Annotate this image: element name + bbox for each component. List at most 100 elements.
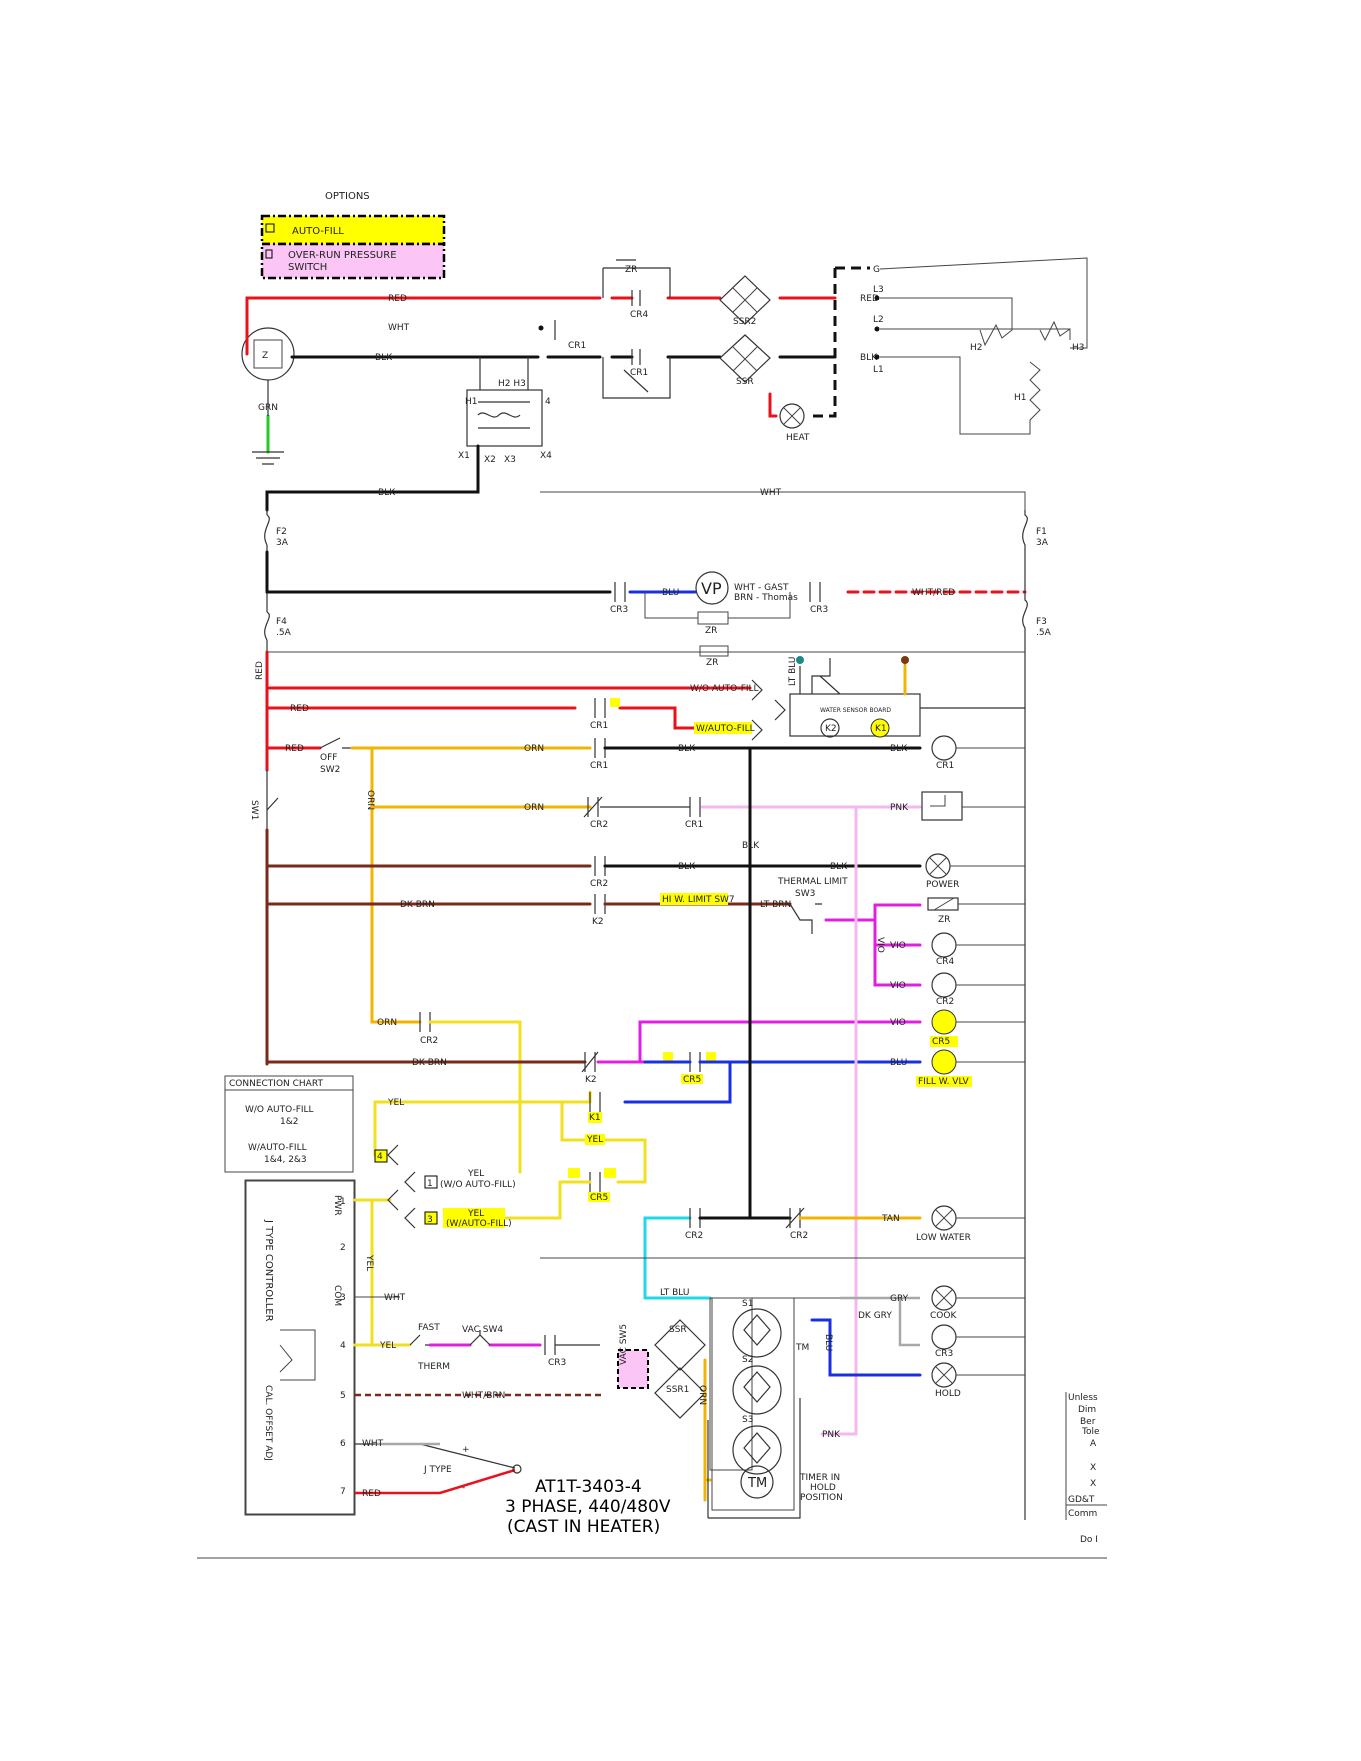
- label-vac-sw5: VAC SW5: [619, 1324, 629, 1365]
- svg-text:Z: Z: [262, 351, 268, 361]
- option-auto-fill: AUTO-FILL: [292, 226, 344, 237]
- wire-label-orn-1: ORN: [524, 744, 544, 754]
- transformer: [466, 389, 543, 447]
- label-h4-tx: 4: [545, 397, 551, 407]
- wire-label-blk-cr1: BLK: [678, 744, 696, 754]
- controller-name: J TYPE CONTROLLER: [263, 1219, 274, 1322]
- label-s3: S3: [742, 1415, 753, 1425]
- timer-s1: [732, 1308, 782, 1358]
- title-model: AT1T-3403-4: [535, 1477, 642, 1497]
- wire-label-yel-ctrl: YEL: [364, 1254, 374, 1271]
- label-cr1-af: CR1: [590, 721, 608, 731]
- thermal-row: DK BRN K2 HI W. LIMIT SW7 LT BRN THERMAL…: [265, 877, 1025, 1007]
- label-cr4: CR4: [630, 310, 649, 320]
- autofill-rows: W/O AUTO-FILL RED CR1 W/AUTO-FILL WATER …: [265, 656, 1025, 741]
- corner-2: Ber: [1080, 1417, 1096, 1427]
- wire-label-blk-power-2: BLK: [830, 862, 848, 872]
- label-cr2-nc: CR2: [590, 820, 608, 830]
- label-cr2-low: CR2: [685, 1231, 703, 1241]
- timer-motor: [740, 1465, 774, 1499]
- cr2-row: ORN CR2 CR1 PNK: [370, 791, 1025, 830]
- wire-label-wht-gast: WHT - GAST: [734, 583, 789, 593]
- wire-label-orn-cr2: ORN: [377, 1018, 397, 1028]
- label-water-sensor: WATER SENSOR BOARD: [820, 707, 891, 714]
- wire-label-yel-k1: YEL: [387, 1098, 404, 1108]
- vacuum-pump: [695, 571, 729, 605]
- wire-label-blu-fill: BLU: [890, 1058, 907, 1068]
- corner-8: Comm: [1068, 1509, 1097, 1519]
- svg-text:-: -: [462, 1483, 465, 1493]
- label-k1: K1: [589, 1113, 601, 1123]
- wire-label-gry: GRY: [890, 1294, 909, 1304]
- label-cr3-coil: CR3: [935, 1349, 953, 1359]
- label-fast: FAST: [418, 1323, 440, 1333]
- wire-label-yel-cr5: YEL: [586, 1135, 603, 1145]
- label-s1: S1: [742, 1299, 753, 1309]
- options-legend: OPTIONS AUTO-FILL OVER-RUN PRESSURE SWIT…: [260, 191, 446, 280]
- wire-label-wht-top: WHT: [388, 323, 410, 333]
- wire-label-yel-wo: (W/O AUTO-FILL): [440, 1180, 516, 1190]
- corner-5: X: [1090, 1463, 1096, 1473]
- chart-title: CONNECTION CHART: [229, 1079, 323, 1089]
- label-ssr2: SSR2: [733, 317, 756, 327]
- label-ssr-timer: SSR: [669, 1325, 687, 1335]
- wire-label-blu-vp: BLU: [662, 588, 679, 598]
- controller-com: COM: [332, 1285, 342, 1306]
- chart-w-1: W/AUTO-FILL: [248, 1143, 307, 1153]
- corner-4: A: [1090, 1439, 1097, 1449]
- label-f4: F4: [276, 617, 287, 627]
- label-cr1-pink: CR1: [685, 820, 703, 830]
- svg-text:1: 1: [427, 1179, 433, 1189]
- svg-text:3: 3: [427, 1215, 433, 1225]
- label-ssr-top: SSR: [736, 377, 754, 387]
- wire-label-lt-blu: LT BLU: [660, 1288, 689, 1298]
- label-f2: F2: [276, 527, 287, 537]
- pin-6: 6: [340, 1439, 346, 1449]
- label-cr3-therm: CR3: [548, 1358, 566, 1368]
- label-off: OFF: [320, 753, 337, 763]
- title-heater: (CAST IN HEATER): [507, 1517, 660, 1537]
- wire-label-vio-cr4: VIO: [890, 941, 906, 951]
- control-rails: F2 3A F4 .5A RED SW1 F1 3A F3 .5A: [249, 510, 1052, 1520]
- label-l1: L1: [873, 365, 884, 375]
- label-cr5-contact: CR5: [683, 1075, 701, 1085]
- wire-label-blu-hold: BLU: [823, 1334, 833, 1351]
- wire-label-red-rail: RED: [255, 661, 265, 680]
- label-zr-rail: ZR: [706, 658, 718, 668]
- label-heat: HEAT: [786, 433, 810, 443]
- power-section: Z RED BLK WHT GRN CR1 ZR CR4 CR1 SSR2 SS…: [241, 257, 1088, 512]
- wire-label-vio-cr5: VIO: [890, 1018, 906, 1028]
- chart-wo-1: W/O AUTO-FILL: [245, 1105, 314, 1115]
- label-fill-w-vlv: FILL W. VLV: [918, 1077, 969, 1087]
- label-g: G: [873, 265, 880, 275]
- label-timer-2: HOLD: [810, 1483, 836, 1493]
- label-sw1: SW1: [249, 800, 259, 820]
- wire-label-orn-2: ORN: [524, 803, 544, 813]
- label-h2: H2: [970, 343, 983, 353]
- timer-s3: [732, 1425, 782, 1475]
- label-cr1-top: CR1: [568, 341, 586, 351]
- label-zr-thermal: ZR: [938, 915, 950, 925]
- wire-label-yel-therm: YEL: [379, 1341, 396, 1351]
- label-k1-board: K1: [875, 724, 887, 734]
- label-cr4-coil: CR4: [936, 957, 955, 967]
- pnk-vertical: [820, 805, 858, 1436]
- label-zr-vp: ZR: [705, 626, 717, 636]
- wire-label-grn: GRN: [258, 403, 278, 413]
- wire-label-red-j: RED: [362, 1489, 381, 1499]
- timer-s2: [732, 1365, 782, 1415]
- pin-5: 5: [340, 1391, 346, 1401]
- svg-text:4: 4: [377, 1152, 383, 1162]
- svg-text:+: +: [462, 1445, 470, 1455]
- label-sw3: SW3: [795, 889, 815, 899]
- label-x1: X1: [458, 451, 470, 461]
- corner-1: Dim: [1078, 1405, 1096, 1415]
- wire-label-wht-brn: WHT/BRN: [462, 1391, 505, 1401]
- wire-label-yel-2: YEL: [467, 1209, 484, 1219]
- label-h1-tx: H1: [465, 397, 478, 407]
- corner-6: X: [1090, 1479, 1096, 1489]
- title-block: AT1T-3403-4 3 PHASE, 440/480V (CAST IN H…: [197, 1392, 1107, 1559]
- label-cr3-left: CR3: [610, 605, 628, 615]
- label-cr3-right: CR3: [810, 605, 828, 615]
